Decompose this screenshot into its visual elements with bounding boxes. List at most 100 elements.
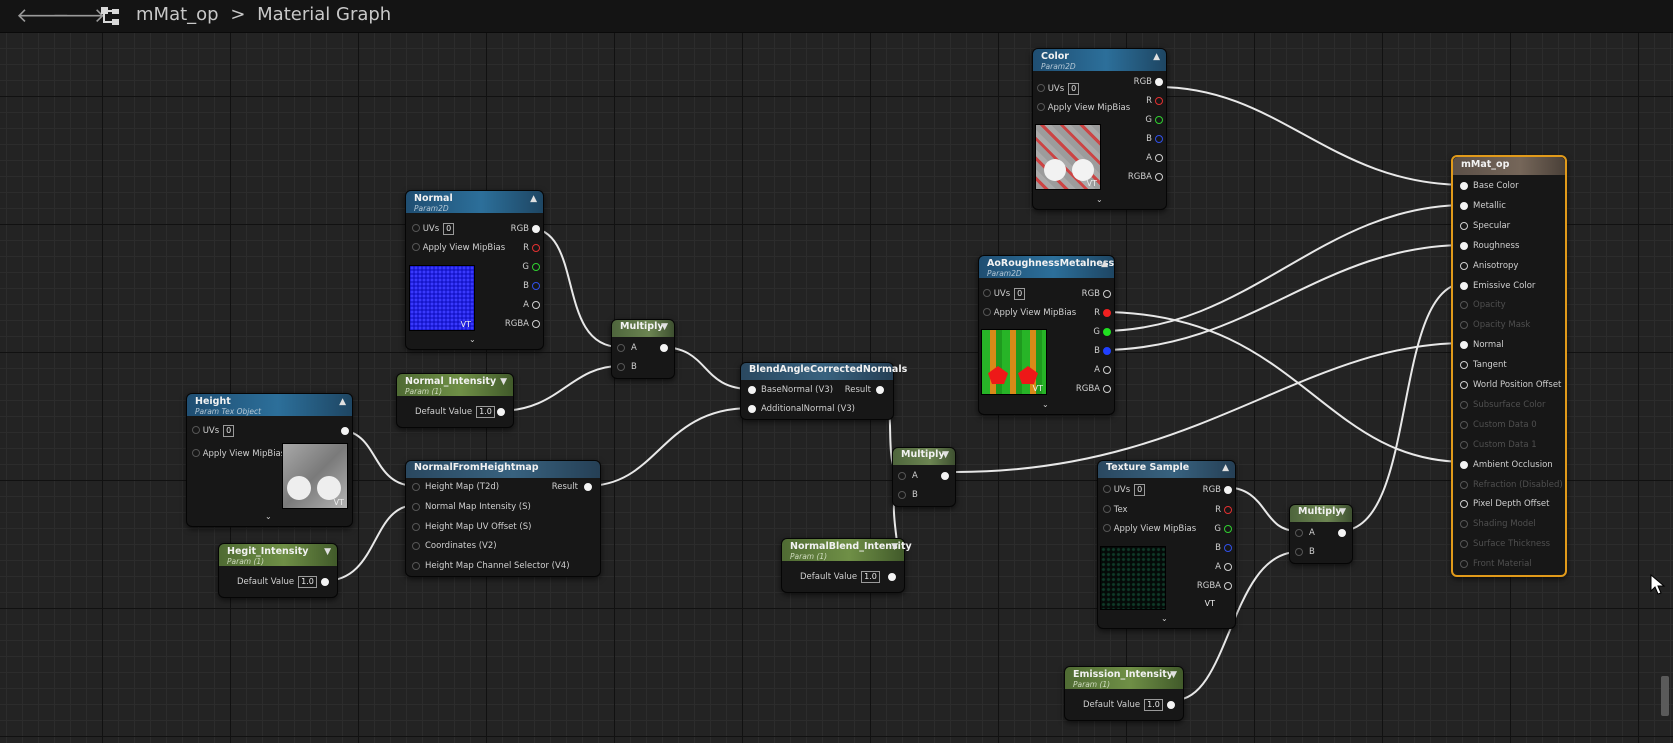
result-input-pin[interactable]: [1460, 301, 1468, 310]
result-input-pin[interactable]: [1460, 420, 1468, 429]
result-input-pin[interactable]: [1460, 460, 1468, 469]
collapse-icon[interactable]: ▼: [324, 547, 331, 557]
result-input-pin[interactable]: [1460, 241, 1468, 250]
result-input-pin[interactable]: [1460, 381, 1468, 389]
input-additional-normal-pin[interactable]: [748, 405, 756, 413]
output-rgba-pin[interactable]: [1155, 173, 1163, 181]
output-a-pin[interactable]: [1155, 154, 1163, 162]
input-uv-offset-pin[interactable]: [412, 523, 420, 531]
result-input-pin[interactable]: [1460, 321, 1468, 330]
output-rgba-pin[interactable]: [1103, 385, 1111, 393]
node-header[interactable]: BlendAngleCorrectedNormals: [741, 363, 907, 380]
output-rgb-pin[interactable]: [1224, 486, 1232, 494]
arrow-left-icon[interactable]: 🡐: [16, 3, 70, 27]
normalblend-intensity-param-node[interactable]: NormalBlend_Intensity Param (1) ▼ Defaul…: [781, 538, 912, 593]
output-pin[interactable]: [341, 427, 349, 435]
output-result-pin[interactable]: [584, 483, 592, 491]
result-input-pin[interactable]: [1460, 440, 1468, 449]
output-b-pin[interactable]: [1155, 135, 1163, 143]
result-input-pin[interactable]: [1460, 520, 1468, 529]
output-r-pin[interactable]: [1103, 309, 1111, 317]
collapse-icon[interactable]: ▼: [1339, 507, 1346, 517]
normal-intensity-param-node[interactable]: Normal_Intensity Param (1) ▼ Default Val…: [396, 373, 514, 428]
collapse-icon[interactable]: ▲: [530, 194, 537, 204]
result-input-pin[interactable]: [1460, 560, 1468, 569]
multiply-node-emission[interactable]: Multiply ▼ A B: [1289, 504, 1353, 564]
vertical-scrollbar[interactable]: [1661, 676, 1669, 716]
height-intensity-param-node[interactable]: Hegit_Intensity Param (1) ▼ Default Valu…: [218, 543, 338, 598]
output-pin[interactable]: [321, 578, 329, 586]
input-b-pin[interactable]: [617, 363, 625, 371]
expand-icon[interactable]: ⌄: [1096, 195, 1103, 204]
uvs-field[interactable]: 0: [443, 222, 455, 235]
result-input-pin[interactable]: [1460, 182, 1468, 190]
output-r-pin[interactable]: [1224, 506, 1232, 514]
output-rgb-pin[interactable]: [1155, 78, 1163, 86]
node-header[interactable]: Normal Param2D ▲: [406, 191, 543, 213]
breadcrumb-item-graph[interactable]: Material Graph: [257, 4, 392, 25]
blend-angle-corrected-normals-node[interactable]: BlendAngleCorrectedNormals BaseNormal (V…: [740, 362, 907, 420]
output-a-pin[interactable]: [532, 301, 540, 309]
normal-from-heightmap-node[interactable]: NormalFromHeightmap Height Map (T2d) Nor…: [405, 460, 601, 577]
result-input-pin[interactable]: [1460, 480, 1468, 489]
result-input-pin[interactable]: [1460, 261, 1468, 270]
result-input-pin[interactable]: [1460, 221, 1468, 230]
node-header[interactable]: Color Param2D ▲: [1033, 49, 1166, 71]
node-header[interactable]: Normal_Intensity Param (1) ▼: [397, 374, 513, 396]
node-header[interactable]: NormalBlend_Intensity Param (1) ▼: [782, 539, 912, 561]
default-value-field[interactable]: 1.0: [298, 575, 317, 588]
node-header[interactable]: Height Param Tex Object ▲: [187, 394, 352, 416]
result-input-pin[interactable]: [1460, 400, 1468, 409]
expand-icon[interactable]: ⌄: [1161, 614, 1168, 623]
result-input-pin[interactable]: [1460, 540, 1468, 549]
input-normal-intensity-pin[interactable]: [412, 503, 420, 511]
input-b-pin[interactable]: [898, 491, 906, 499]
default-value-field[interactable]: 1.0: [1144, 698, 1163, 711]
uvs-field[interactable]: 0: [1134, 483, 1146, 496]
output-rgba-pin[interactable]: [1224, 582, 1232, 590]
collapse-icon[interactable]: ▲: [339, 397, 346, 407]
expand-icon[interactable]: ⌄: [265, 512, 272, 521]
default-value-field[interactable]: 1.0: [861, 570, 880, 583]
output-pin[interactable]: [1338, 529, 1346, 537]
output-b-pin[interactable]: [1224, 544, 1232, 552]
collapse-icon[interactable]: ▲: [1222, 463, 1229, 473]
node-header[interactable]: AoRoughnessMetalness Param2D ▲: [979, 256, 1114, 278]
uvs-field[interactable]: 0: [1068, 82, 1080, 95]
node-header[interactable]: Multiply ▼: [612, 320, 674, 337]
collapse-icon[interactable]: ▲: [1153, 52, 1160, 62]
node-header[interactable]: Emission_Intensity Param (1) ▼: [1065, 667, 1183, 689]
output-rgba-pin[interactable]: [532, 320, 540, 328]
uvs-field[interactable]: 0: [223, 424, 235, 437]
output-result-pin[interactable]: [876, 386, 884, 394]
input-coordinates-pin[interactable]: [412, 542, 420, 550]
arrow-right-icon[interactable]: 🡒: [52, 3, 106, 27]
output-r-pin[interactable]: [532, 244, 540, 252]
input-base-normal-pin[interactable]: [748, 386, 756, 394]
input-a-pin[interactable]: [898, 472, 906, 480]
output-rgb-pin[interactable]: [532, 225, 540, 233]
default-value-field[interactable]: 1.0: [476, 405, 495, 418]
input-a-pin[interactable]: [1295, 529, 1303, 537]
output-a-pin[interactable]: [1103, 366, 1111, 374]
collapse-icon[interactable]: ▲: [1101, 259, 1108, 269]
collapse-icon[interactable]: ▼: [1170, 670, 1177, 680]
collapse-icon[interactable]: ▼: [500, 377, 507, 387]
output-a-pin[interactable]: [1224, 563, 1232, 571]
output-pin[interactable]: [660, 344, 668, 352]
output-g-pin[interactable]: [532, 263, 540, 271]
node-header[interactable]: Texture Sample ▲: [1098, 461, 1235, 478]
result-input-pin[interactable]: [1460, 281, 1468, 290]
result-input-pin[interactable]: [1460, 341, 1468, 350]
output-g-pin[interactable]: [1224, 525, 1232, 533]
result-input-pin[interactable]: [1460, 361, 1468, 370]
node-header[interactable]: Hegit_Intensity Param (1) ▼: [219, 544, 337, 566]
uvs-field[interactable]: 0: [1014, 287, 1026, 300]
input-height-map-pin[interactable]: [412, 483, 420, 491]
multiply-node-blend[interactable]: Multiply ▼ A B: [892, 447, 956, 507]
